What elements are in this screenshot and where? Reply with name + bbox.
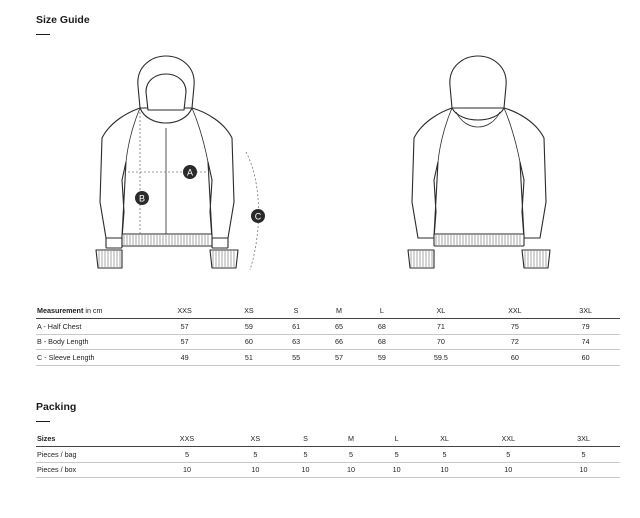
cell: 5	[349, 449, 354, 459]
cell: 59.5	[433, 352, 448, 362]
size-col-m: M	[335, 306, 342, 315]
row-label: Pieces / box	[37, 465, 77, 475]
cell: 65	[334, 321, 343, 331]
cell: 63	[292, 337, 301, 347]
table-row: C - Sleeve Length 49 51 55 57 59 59.5 60…	[36, 350, 620, 365]
cell: 66	[334, 337, 343, 347]
cell: 55	[292, 352, 301, 362]
size-col-s: S	[303, 434, 308, 443]
size-col-m: M	[348, 434, 355, 443]
size-col-3xl: 3XL	[579, 306, 593, 315]
cell: 70	[436, 337, 445, 347]
size-guide-title: Size Guide	[36, 14, 90, 26]
cell: 5	[506, 449, 511, 459]
cell: 10	[251, 465, 260, 475]
size-col-xxl: XXL	[508, 306, 522, 315]
size-col-xl: XL	[440, 434, 449, 443]
cell: 60	[581, 352, 590, 362]
size-col-xl: XL	[436, 306, 446, 315]
cell: 10	[301, 465, 310, 475]
cell: 57	[180, 337, 189, 347]
cell: 5	[185, 449, 189, 459]
cell: 68	[377, 337, 386, 347]
cell: 74	[581, 337, 590, 347]
cell: 57	[180, 321, 189, 331]
cell: 49	[180, 352, 189, 362]
size-col-s: S	[293, 306, 299, 315]
cell: 5	[303, 449, 308, 459]
size-col-l: L	[379, 306, 384, 315]
cell: 10	[183, 465, 191, 475]
hoodie-back-illustration	[407, 55, 551, 269]
cell: 5	[394, 449, 399, 459]
packing-title-rule	[36, 421, 50, 423]
cell: 10	[504, 465, 513, 475]
cell: 10	[347, 465, 356, 475]
size-col-3xl: 3XL	[577, 434, 590, 443]
sizes-header: Sizes	[37, 434, 56, 443]
size-col-xxs: XXS	[179, 434, 195, 443]
cell: 5	[253, 449, 258, 459]
row-label: B - Body Length	[37, 337, 89, 347]
cell: 72	[510, 337, 519, 347]
size-guide-table: Measurement in cm XXS XS S M L XL XXL 3X…	[36, 303, 620, 366]
measurement-header: Measurement in cm	[37, 306, 103, 315]
table-row: Pieces / box 10 10 10 10 10 10 10 10	[36, 462, 620, 478]
cell: 71	[436, 321, 445, 331]
cell: 10	[440, 465, 449, 475]
cell: 57	[334, 352, 343, 362]
packing-table: Sizes XXS XS S M L XL XXL 3XL Pieces / b…	[36, 431, 620, 478]
cell: 61	[292, 321, 301, 331]
table-row: A - Half Chest 57 59 61 65 68 71 75 79	[36, 319, 620, 334]
row-label: C - Sleeve Length	[37, 352, 95, 362]
row-label: A - Half Chest	[37, 321, 82, 331]
cell: 75	[510, 321, 519, 331]
packing-title: Packing	[36, 401, 77, 413]
cell: 79	[581, 321, 590, 331]
packing-header-row: Sizes XXS XS S M L XL XXL 3XL	[36, 431, 620, 447]
cell: 5	[581, 449, 586, 459]
size-guide-title-rule	[36, 34, 50, 36]
cell: 68	[377, 321, 386, 331]
cell: 59	[377, 352, 386, 362]
table-row: B - Body Length 57 60 63 66 68 70 72 74	[36, 334, 620, 350]
marker-c: C	[255, 212, 262, 222]
row-label: Pieces / bag	[37, 449, 77, 459]
size-col-xs: XS	[244, 306, 254, 315]
size-guide-header-row: Measurement in cm XXS XS S M L XL XXL 3X…	[36, 303, 620, 319]
marker-a: A	[187, 168, 193, 178]
size-col-xs: XS	[250, 434, 261, 443]
cell: 10	[579, 465, 588, 475]
cell: 51	[244, 352, 253, 362]
table-row: Pieces / bag 5 5 5 5 5 5 5 5	[36, 447, 620, 462]
size-col-xxl: XXL	[501, 434, 516, 443]
cell: 60	[244, 337, 253, 347]
size-col-l: L	[394, 434, 399, 443]
size-col-xxs: XXS	[177, 306, 192, 315]
cell: 5	[442, 449, 447, 459]
cell: 59	[244, 321, 253, 331]
cell: 10	[392, 465, 401, 475]
marker-b: B	[139, 194, 145, 204]
cell: 60	[510, 352, 519, 362]
hoodie-front-illustration: A B C	[95, 55, 265, 271]
